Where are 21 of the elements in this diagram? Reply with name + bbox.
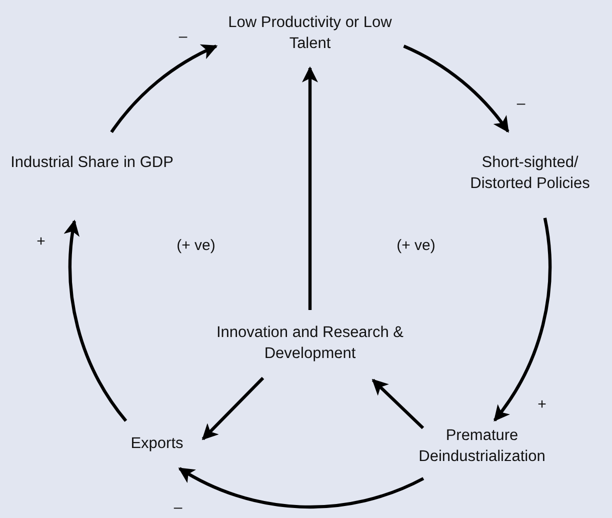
arrow (493, 218, 552, 422)
node-label: Premature Deindustrialization (418, 426, 546, 467)
polarity-sign: + (36, 233, 46, 251)
node-label: Low Productivity or Low Talent (227, 13, 393, 54)
loop-polarity-label: (+ ve) (396, 237, 436, 255)
arrow (110, 44, 218, 134)
loop-polarity-label: (+ ve) (176, 237, 216, 255)
node-label: Exports (130, 434, 184, 454)
arrow (178, 467, 424, 508)
node-label: Innovation and Research & Development (216, 323, 404, 364)
node-label: Industrial Share in GDP (10, 153, 174, 173)
arrow (372, 378, 424, 430)
arrow (403, 44, 510, 133)
arrow (302, 66, 318, 310)
arrow (202, 376, 264, 440)
arrow (64, 220, 128, 422)
polarity-sign: + (538, 396, 546, 414)
polarity-sign: – (174, 499, 182, 517)
polarity-sign: – (178, 28, 188, 46)
polarity-sign: – (516, 95, 526, 113)
node-label: Short-sighted/ Distorted Policies (469, 153, 591, 194)
